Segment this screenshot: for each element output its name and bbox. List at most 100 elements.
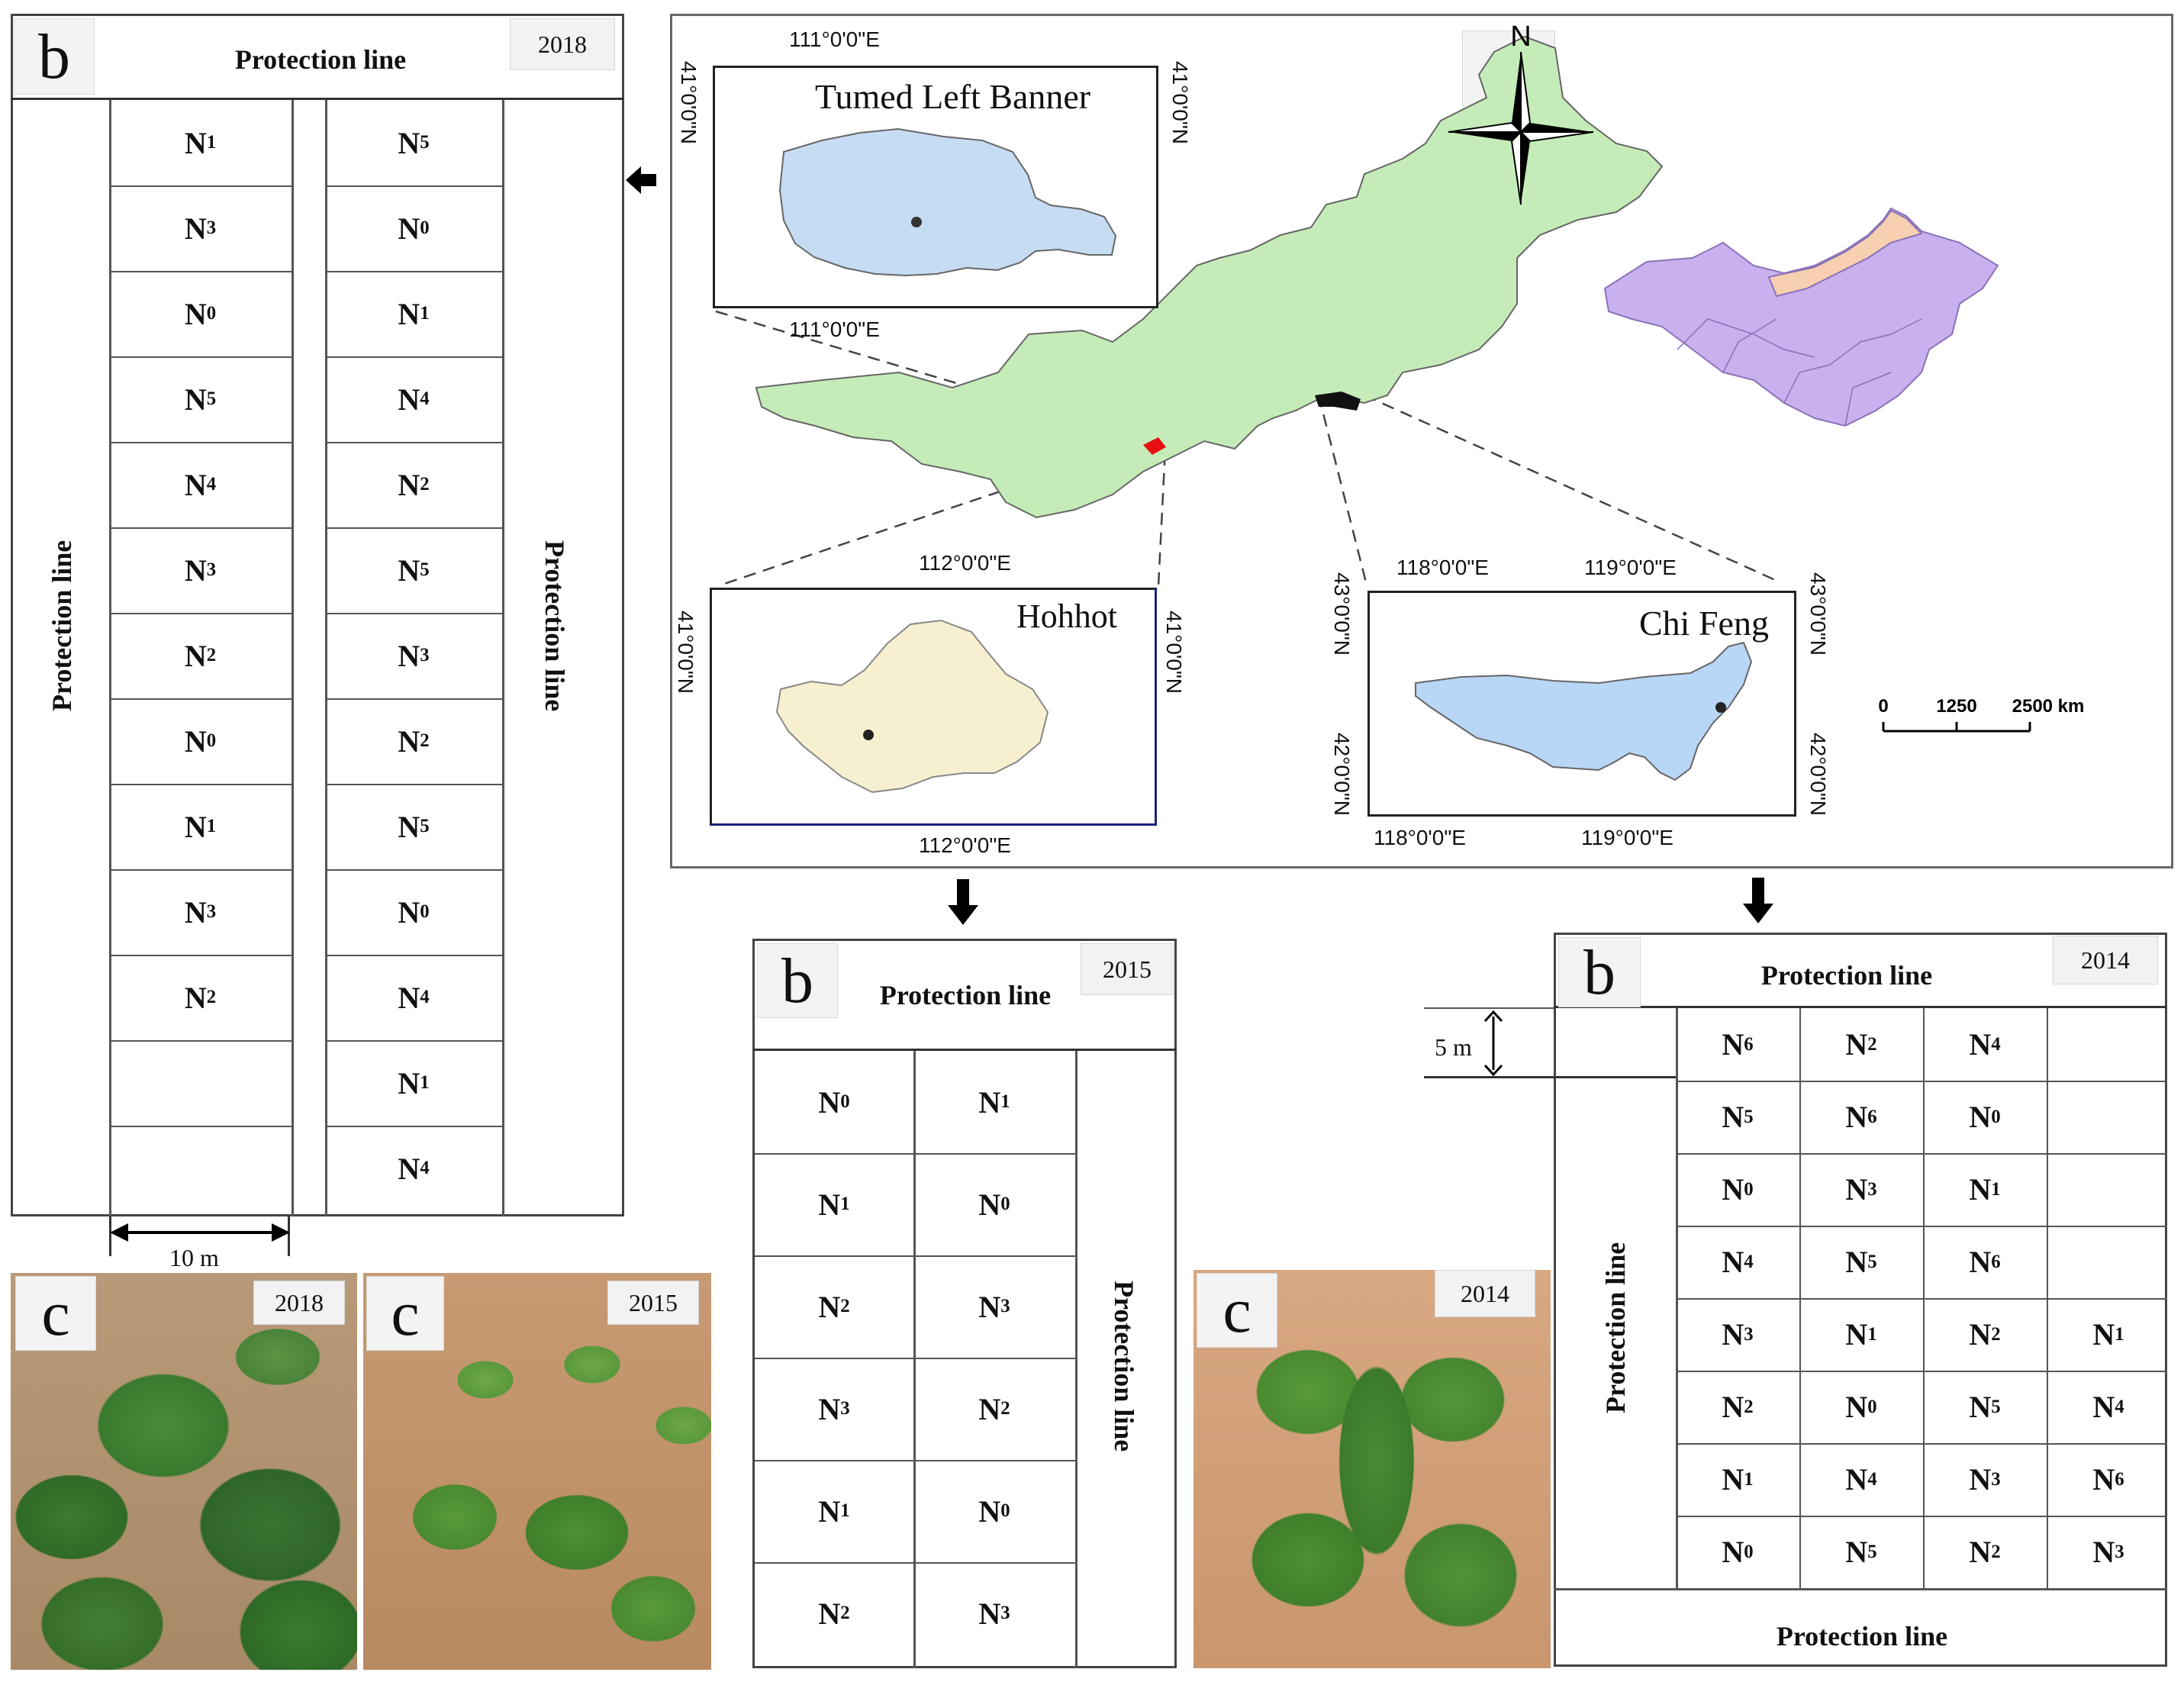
panel-2014 [1554, 933, 2167, 1667]
cell-subscript: 0 [1744, 1178, 1754, 1200]
chifeng-location-marker [1315, 392, 1361, 411]
cell-subscript: 2 [206, 987, 217, 1007]
arrow-to-2015 [948, 879, 978, 925]
cell-subscript: 3 [206, 901, 217, 922]
plot-cell [2047, 1008, 2170, 1081]
panel-2014-header-divider [1554, 1006, 2167, 1008]
cell-prefix: N [1845, 1462, 1868, 1497]
arrow-to-2018 [626, 166, 656, 194]
row-line [325, 698, 502, 700]
row-line [325, 869, 502, 871]
cell-subscript: 0 [1867, 1396, 1877, 1417]
cell-subscript: 2 [1744, 1396, 1754, 1417]
row-line [1676, 1516, 2167, 1517]
cell-prefix: N [398, 382, 420, 417]
inset-hohhot-left-lat: 41°0'0"N [674, 611, 697, 694]
arrow-to-2014 [1743, 878, 1773, 923]
panel-2018 [11, 14, 624, 1216]
row-line [109, 784, 292, 785]
dimension-5m-top-line [1424, 1007, 1554, 1009]
cell-prefix: N [1845, 1172, 1868, 1207]
row-line [1676, 1226, 2167, 1227]
cell-subscript: 5 [420, 559, 430, 580]
cell-subscript: 2 [420, 730, 430, 751]
scale-bar [1882, 722, 2031, 733]
row-line [755, 1358, 1075, 1359]
row-line [109, 1040, 292, 1042]
cell-prefix: N [818, 1391, 841, 1426]
cell-subscript: 2 [1991, 1541, 2001, 1562]
cell-subscript: 3 [1991, 1468, 2001, 1490]
photo-2015-tag: c [366, 1276, 444, 1351]
cell-subscript: 1 [1000, 1091, 1010, 1112]
cell-subscript: 3 [1000, 1603, 1010, 1623]
cell-subscript: 4 [2115, 1396, 2124, 1417]
column-line [109, 100, 111, 1216]
inset-chifeng-right-lat2: 42°0'0"N [1806, 733, 1830, 816]
cell-subscript: 0 [840, 1091, 850, 1112]
cell-prefix: N [398, 296, 420, 331]
cell-subscript: 2 [1000, 1398, 1010, 1419]
row-line [755, 1255, 1075, 1257]
cell-subscript: 4 [1744, 1251, 1754, 1272]
cell-subscript: 5 [420, 132, 430, 153]
cell-subscript: 0 [420, 218, 430, 238]
cell-prefix: N [184, 894, 207, 930]
cell-prefix: N [184, 382, 207, 417]
cell-prefix: N [818, 1289, 841, 1324]
row-line [109, 185, 292, 187]
row-line [325, 356, 502, 358]
cell-prefix: N [184, 809, 207, 844]
cell-subscript: 0 [1000, 1500, 1010, 1521]
photo-2014-year: 2014 [1435, 1270, 1535, 1317]
panel-2018-protection-right: Protection line [540, 540, 570, 712]
cell-subscript: 1 [1991, 1178, 2001, 1200]
cell-prefix: N [978, 1596, 1001, 1631]
cell-prefix: N [818, 1494, 841, 1529]
row-line [325, 442, 502, 443]
cell-subscript: 2 [840, 1603, 850, 1623]
cell-subscript: 4 [206, 474, 217, 495]
row-line [1554, 1588, 2167, 1590]
dimension-tick-right [288, 1216, 290, 1256]
cell-prefix: N [398, 723, 420, 759]
column-line [292, 100, 294, 1216]
row-line [109, 869, 292, 871]
panel-2015 [752, 939, 1177, 1668]
cell-prefix: N [1969, 1462, 1992, 1497]
inset-hohhot-right-lat: 41°0'0"N [1162, 611, 1186, 694]
photo-2014-tag: c [1197, 1273, 1277, 1348]
inset-tumed-bottom-lon: 111°0'0"E [789, 317, 880, 341]
cell-subscript: 0 [1991, 1106, 2001, 1127]
cell-prefix: N [398, 553, 420, 588]
cell-subscript: 2 [1867, 1033, 1877, 1055]
row-line [755, 1153, 1075, 1155]
panel-2015-header-divider [752, 1049, 1177, 1051]
inset-chifeng-right-lat1: 43°0'0"N [1806, 572, 1830, 656]
inset-tumed-right-lat: 41°0'0"N [1168, 61, 1192, 144]
cell-prefix: N [1969, 1172, 1992, 1207]
cell-prefix: N [2092, 1317, 2115, 1352]
cell-prefix: N [2092, 1462, 2115, 1497]
china-highlight-region [1767, 209, 1923, 298]
panel-2018-year: 2018 [510, 18, 615, 70]
